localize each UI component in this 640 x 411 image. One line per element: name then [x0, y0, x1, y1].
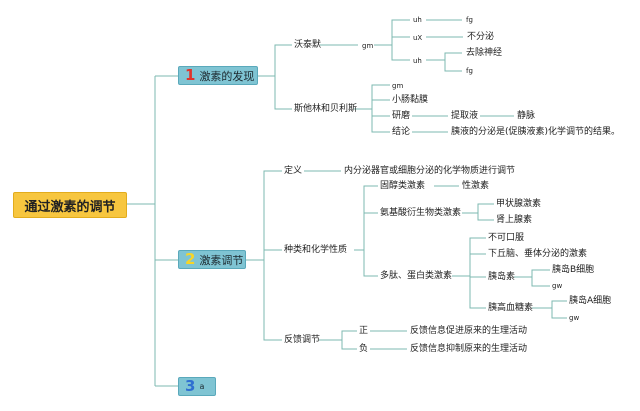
node-peptide[interactable]: 多肽、蛋白类激素 — [380, 271, 453, 281]
node-ux[interactable]: uX — [413, 34, 423, 42]
branch-node-3[interactable]: 3 a — [178, 377, 216, 396]
connector — [341, 330, 357, 340]
branch-node-regulation[interactable]: 2 激素调节 — [178, 250, 246, 269]
connector — [477, 203, 494, 213]
connector — [263, 260, 282, 341]
connector — [444, 60, 462, 72]
connector — [371, 109, 390, 117]
branch-number: 1 — [185, 66, 196, 84]
node-definition[interactable]: 定义 — [284, 166, 303, 176]
node-conclusion[interactable]: 结论 — [392, 127, 411, 137]
connector — [469, 237, 486, 276]
node-conclusion-text[interactable]: 胰液的分泌是(促胰液素)化学调节的结果。 — [451, 127, 621, 137]
node-sex-hormone[interactable]: 性激素 — [462, 181, 490, 191]
node-uh-2[interactable]: uh — [413, 57, 422, 65]
node-glucagon[interactable]: 胰高血糖素 — [488, 303, 534, 313]
node-wotaimo[interactable]: 沃泰默 — [294, 40, 322, 50]
node-steroid[interactable]: 固醇类激素 — [380, 181, 426, 191]
node-definition-text[interactable]: 内分泌器官或细胞分泌的化学物质进行调节 — [344, 166, 516, 176]
connector — [551, 308, 567, 319]
connector — [469, 276, 486, 309]
node-negative[interactable]: 负 — [359, 344, 369, 354]
connector — [341, 340, 357, 350]
node-hypothalamus[interactable]: 下丘脑、垂体分泌的激素 — [488, 249, 588, 259]
node-glucagon-gw[interactable]: gw — [569, 314, 580, 322]
connector — [371, 99, 390, 109]
connector — [363, 185, 378, 250]
node-vein[interactable]: 静脉 — [517, 111, 536, 121]
node-positive[interactable]: 正 — [359, 326, 369, 336]
connector — [469, 253, 486, 276]
branch-label: 激素的发现 — [199, 69, 255, 83]
node-insulin[interactable]: 胰岛素 — [488, 272, 516, 282]
root-node[interactable]: 通过激素的调节 — [13, 192, 127, 218]
node-extract[interactable]: 提取液 — [451, 111, 479, 121]
node-starling-gm[interactable]: gm — [392, 82, 404, 90]
connector — [531, 277, 550, 287]
node-positive-text[interactable]: 反馈信息促进原来的生理活动 — [410, 326, 528, 336]
node-intestine-mucosa[interactable]: 小肠黏膜 — [392, 95, 429, 105]
branch-label: a — [199, 382, 205, 391]
node-remove-nerve[interactable]: 去除神经 — [466, 48, 503, 58]
node-starling[interactable]: 斯他林和贝利斯 — [294, 104, 358, 114]
node-no-oral[interactable]: 不可口服 — [488, 233, 525, 243]
node-uh-1[interactable]: uh — [413, 16, 422, 24]
node-fg-2[interactable]: fg — [466, 67, 473, 75]
connector — [274, 44, 292, 76]
node-negative-text[interactable]: 反馈信息抑制原来的生理活动 — [410, 344, 528, 354]
connector — [363, 212, 378, 250]
connector — [371, 84, 390, 109]
connector — [263, 249, 282, 260]
connector — [263, 170, 282, 260]
branch-label: 激素调节 — [199, 253, 244, 267]
connector — [469, 276, 486, 278]
connector — [274, 76, 292, 110]
branch-number: 2 — [185, 250, 196, 268]
connector — [477, 213, 494, 221]
connector — [551, 300, 567, 308]
node-types[interactable]: 种类和化学性质 — [284, 245, 348, 255]
connector — [363, 250, 378, 277]
node-no-secretion[interactable]: 不分泌 — [467, 32, 495, 42]
node-fg-1[interactable]: fg — [466, 16, 473, 24]
connector — [371, 109, 390, 133]
node-insulin-gw[interactable]: gw — [552, 282, 563, 290]
connector — [391, 36, 410, 45]
connector — [391, 19, 410, 45]
node-adrenaline[interactable]: 肾上腺素 — [496, 215, 533, 225]
branch-node-discovery[interactable]: 1 激素的发现 — [178, 66, 258, 85]
node-amino[interactable]: 氨基酸衍生物类激素 — [380, 208, 462, 218]
connector — [531, 269, 550, 277]
root-label: 通过激素的调节 — [24, 199, 116, 215]
branch-number: 3 — [185, 377, 196, 395]
node-feedback[interactable]: 反馈调节 — [284, 335, 321, 345]
node-grind[interactable]: 研磨 — [392, 111, 411, 121]
node-wotaimo-gm[interactable]: gm — [362, 42, 374, 50]
connector — [391, 45, 410, 61]
node-alpha-cell[interactable]: 胰岛A细胞 — [569, 296, 612, 306]
node-thyroxine[interactable]: 甲状腺激素 — [496, 199, 542, 209]
node-beta-cell[interactable]: 胰岛B细胞 — [552, 265, 595, 275]
connector — [444, 52, 462, 60]
